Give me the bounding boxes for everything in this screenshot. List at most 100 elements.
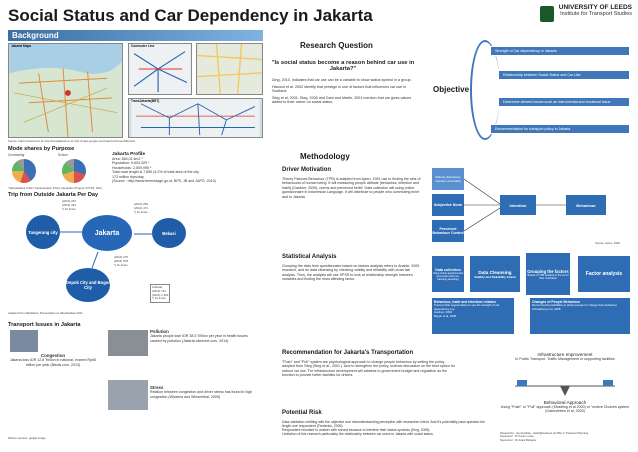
poster-title: Social Status and Car Dependency in Jaka… <box>8 6 373 25</box>
tpb-control: Perceived Behaviour Control <box>432 220 464 242</box>
congestion-text: Jakarta loss IDR 12.8 Trillion in nation… <box>9 358 97 367</box>
stat-sub-right-line: Recommend possibilities to attract peopl… <box>532 303 618 307</box>
profile-line: 173 million trips/day <box>112 174 144 179</box>
trip-flow-depok: (2010) 276 (2014) 578 *) 1k times <box>114 255 128 267</box>
trip-source: Adapted from Rahdianto, Presentation at … <box>8 311 83 315</box>
stat-box-grouping: Grouping the factors Based on TPB analys… <box>526 253 570 295</box>
tpb-arrows <box>464 178 566 232</box>
infra-block: Infrastructure Improvement In Public Tra… <box>500 352 630 361</box>
stat-box-sub: Based on TPB analysis in the set of thei… <box>527 273 569 280</box>
objective-item: Relationship between Social Status and C… <box>498 70 630 80</box>
author-line: Supervisor : Dr Anais Bologna <box>500 438 536 442</box>
stat-box-title: Grouping the factors <box>527 268 569 274</box>
driver-heading: Driver Motivation <box>282 167 332 173</box>
risk-bullet: Limitation of this research particularly… <box>282 432 434 436</box>
trip-node-tangerang: Tangerang city <box>26 215 60 249</box>
seesaw-graphic <box>515 380 615 396</box>
jakarta-map-graphic <box>9 44 122 137</box>
research-quote: "Is social status become a reason behind… <box>271 60 415 72</box>
trip-heading: Trip from Outside Jakarta Per Day <box>8 192 99 198</box>
logo-line1: UNIVERSITY OF LEEDS <box>558 4 632 11</box>
stat-box-sub: Using online questionnaire (commuter and… <box>432 271 464 281</box>
trip-flow-tangerang: (2010) 267 (2014) 344 *) 1k times <box>62 199 76 211</box>
pollution-title: Pollution <box>150 329 169 334</box>
stat-sub-left-line: Bergin et al, 2008 <box>434 313 456 318</box>
objective-heading: Objective <box>433 85 470 94</box>
tpb-attitude: Attitude (behaviour, intention and habit… <box>432 168 464 190</box>
behav-title: Behavioral Approach <box>543 400 587 405</box>
commuter-map-graphic <box>129 44 191 94</box>
stat-sub-right-title: Changes of People Behaviour <box>532 300 581 304</box>
mode-share-label-commuting: Commuting <box>8 153 25 157</box>
objective-item: Strength of Car dependency in Jakarta <box>490 46 630 56</box>
trip-node-depok-bogor: Depok City and Bogor City <box>66 268 110 302</box>
driver-text: Theory Planned Behaviour (TPB) is adapte… <box>282 177 421 199</box>
stat-box-sub: Validity and Reliability Check <box>474 274 516 279</box>
profile-line: Households: 2,509,995 * <box>112 165 152 170</box>
research-bullet: Ding, 2010, indicates that car use can b… <box>272 78 412 82</box>
commuter-map-label: Commuter Line <box>131 44 155 48</box>
risk-heading: Potential Risk <box>282 410 322 416</box>
stat-sub-left: Behaviour, habit and Intention relation … <box>432 298 514 334</box>
profile-heading: Jakarta Profile <box>112 152 146 157</box>
logo-line2: Institute for Transport Studies <box>560 11 632 17</box>
objective-arc <box>470 40 500 140</box>
research-bullets: Ding, 2010, indicates that car use can b… <box>272 78 412 105</box>
congestion-title: Congestion <box>40 353 66 358</box>
methodology-heading: Methodology <box>300 152 350 161</box>
jakarta-profile: Jakarta Profile Area: 664,01 km2 * Popul… <box>112 152 262 183</box>
statistical-text: Grouping the data from questionnaire bas… <box>282 264 420 282</box>
stat-sub-right: Changes of People Behaviour Recommend po… <box>530 298 630 334</box>
risk-bullet: Data validation unfitting with the objec… <box>282 420 486 428</box>
trip-arrows <box>60 231 152 269</box>
stress-block: Stress Relation between congestion and d… <box>150 385 260 399</box>
mode-share-label-school: School <box>58 153 68 157</box>
stat-box-factor: Factor analysis <box>578 256 630 292</box>
objective-item: Determine derived issues such as instrum… <box>498 97 630 107</box>
behav-block: Behavioral Approach Using "Push" or "Pul… <box>500 400 630 414</box>
google-map <box>196 43 263 95</box>
mode-share-heading: Mode shares by Purpose <box>8 146 75 152</box>
stat-sub-left-title: Behaviour, habit and Intention relation <box>434 300 496 304</box>
background-heading: Background <box>8 30 263 41</box>
objective-item: Recommendation for transport policy in J… <box>490 124 630 134</box>
stat-sub-right-line: Schwaiberg et al, 2008 <box>532 306 561 311</box>
school-pie <box>62 159 86 183</box>
congestion-photo <box>10 330 38 352</box>
stat-sub-left-line: Travel profile segmentation to see the s… <box>434 303 500 311</box>
stat-box-collection: Data collection Using online questionnai… <box>432 256 464 292</box>
tpb-source: Source: Ajzen, 1991 <box>595 241 621 245</box>
recommendation-heading: Recommendation for Jakarta's Transportat… <box>282 350 414 356</box>
transjakarta-map: TransJakarta(BRT) <box>128 98 263 138</box>
tpb-behaviour: Behaviour <box>566 195 606 215</box>
stat-box-title: Data collection <box>435 267 461 272</box>
trip-flow-bekasi: (2010) 250 (2014) 471 *) 1k times <box>134 202 148 214</box>
mode-share-charts: Commuting School <box>8 153 108 188</box>
trip-flow-road: In/Road (2010) 741 (2014) 1,303 *) 1k ti… <box>150 284 171 304</box>
behav-sub: Using "Push" or "Pull" approach (Stradli… <box>500 405 630 414</box>
transjakarta-map-graphic <box>131 99 260 137</box>
jakarta-map-label: Jakarta Maps <box>11 44 32 48</box>
pollution-text: Jakarta people lose IDR 38.5 Trillion pe… <box>150 334 248 343</box>
statistical-heading: Statistical Analysis <box>282 254 337 260</box>
leeds-crest-icon <box>540 6 554 22</box>
pollution-block: Pollution Jakarta people lose IDR 38.5 T… <box>150 329 260 343</box>
author-line: Researcher : Ayu Hardika - tsaah@leeds.a… <box>500 432 589 435</box>
transjakarta-map-label: TransJakarta(BRT) <box>131 99 160 103</box>
stress-text: Relation between congestion and driver s… <box>150 390 253 399</box>
profile-line: (Source : http://www.bemmdagri.go.id, BP… <box>112 179 216 184</box>
profile-line: Population: 9,604,329 * <box>112 161 150 166</box>
profile-line: Area: 664,01 km2 * <box>112 157 143 161</box>
stat-sub-left-line: Gardner, 2009 <box>434 310 452 315</box>
stress-photo <box>108 380 148 410</box>
congestion-block: Congestion Jakarta loss IDR 12.8 Trillio… <box>8 353 98 367</box>
risk-bullets: Data validation unfitting with the objec… <box>282 420 492 436</box>
research-bullet: Hiscock et al, 2002 identify that presti… <box>272 84 407 94</box>
author-line: Supervisor : Dr Karen Lucas <box>500 435 534 439</box>
pollution-photo <box>108 330 148 356</box>
google-map-graphic <box>197 44 262 94</box>
infra-title: Infrastructure Improvement <box>537 352 593 357</box>
stat-box-title: Data Cleansing <box>478 269 512 275</box>
research-question-heading: Research Question <box>300 41 373 50</box>
recommendation-text: "Push" and "Pull" system are psychologic… <box>282 360 455 378</box>
